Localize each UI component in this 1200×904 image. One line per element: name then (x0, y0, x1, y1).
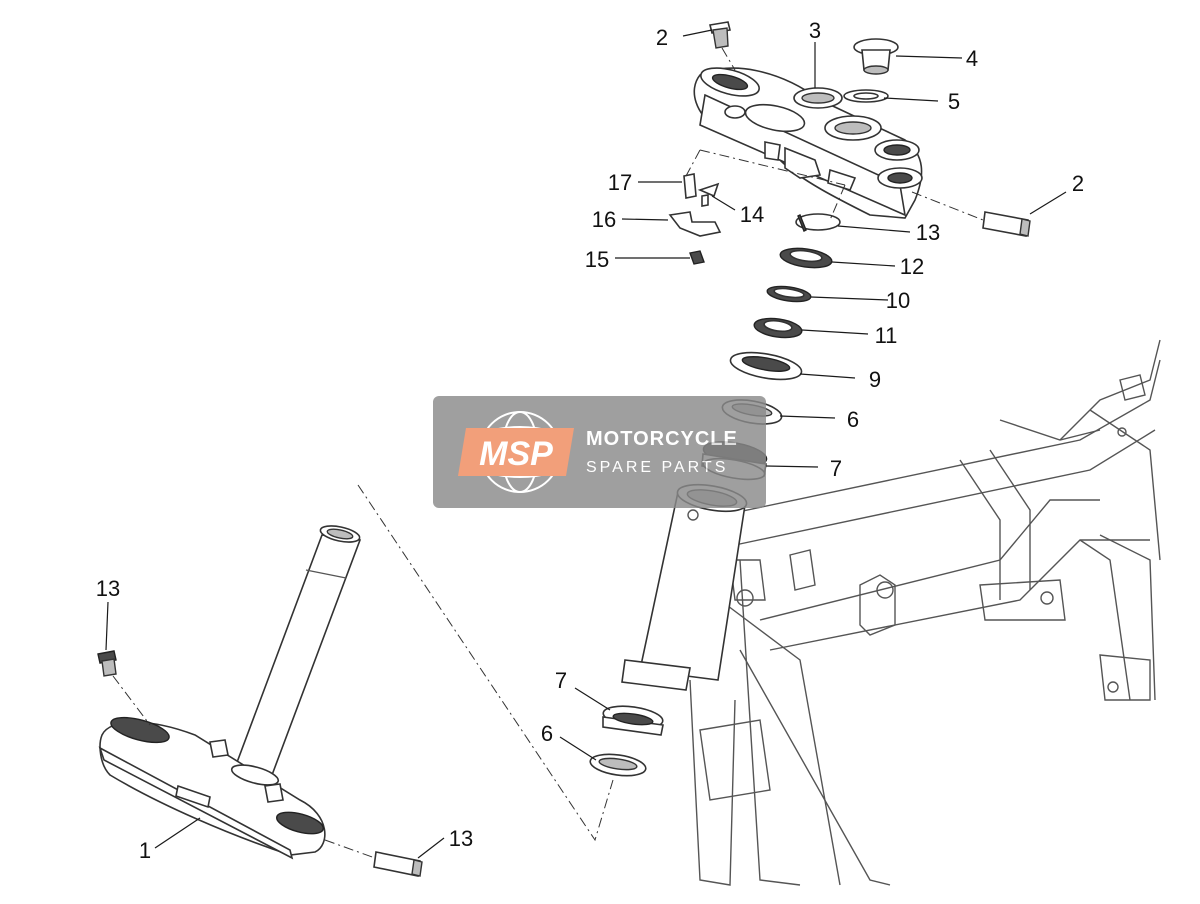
watermark-title: MOTORCYCLE (586, 428, 738, 450)
part-12-clip (795, 213, 841, 232)
part-5-washer (843, 89, 889, 103)
callout-7-upper: 7 (830, 456, 842, 481)
steering-stem (234, 525, 362, 776)
watermark-subtitle: SPARE PARTS (586, 459, 728, 476)
watermark: MSP MOTORCYCLE SPARE PARTS (433, 396, 766, 508)
motorcycle-frame (689, 339, 1161, 886)
upper-triple-clamp (693, 67, 923, 219)
callout-15: 15 (585, 247, 609, 272)
part-13-bolt-lower (373, 851, 423, 877)
watermark-badge (458, 428, 574, 476)
callout-9: 10 (886, 288, 910, 313)
watermark-panel (433, 396, 766, 508)
leader-lines (105, 29, 1067, 859)
callout-5: 5 (948, 89, 960, 114)
callout-11: 12 (900, 254, 924, 279)
callout-14: 14 (740, 202, 764, 227)
callout-12: 13 (916, 220, 940, 245)
callout-1: 1 (139, 838, 151, 863)
part-10-ring-nut (753, 317, 803, 339)
part-2-bolt-upper (709, 21, 731, 49)
callout-10: 11 (875, 323, 898, 348)
part-2-bolt-right (982, 211, 1031, 237)
part-17-pin (683, 173, 697, 199)
part-7-bearing-lower (602, 705, 664, 736)
assembly-guide-lines (112, 47, 984, 859)
callout-labels: 2 3 4 5 2 17 14 16 15 13 12 10 11 9 6 7 … (96, 18, 1084, 863)
callout-3: 3 (809, 18, 821, 43)
callout-6-upper: 6 (847, 407, 859, 432)
callout-17: 17 (608, 170, 632, 195)
part-8-dust-cover (729, 351, 803, 381)
callout-13-lower: 13 (449, 826, 473, 851)
part-9-washer (766, 285, 812, 303)
steering-head-tube (621, 483, 748, 691)
callout-6-lower: 6 (541, 721, 553, 746)
part-13-bolt-upper (97, 650, 117, 677)
callout-16: 16 (592, 207, 616, 232)
part-1-lower-triple-clamp (98, 716, 326, 860)
callout-2-right: 2 (1072, 171, 1084, 196)
part-4-cap (853, 38, 899, 75)
callout-13-upper: 13 (96, 576, 120, 601)
watermark-badge-text: MSP (479, 435, 553, 473)
part-15-nut (689, 250, 705, 265)
part-16-bracket (668, 211, 722, 237)
part-11-ring-nut (779, 247, 833, 269)
callout-2-upper: 2 (656, 25, 668, 50)
part-6-bearing-race-lower (589, 753, 647, 777)
part-14-screw (697, 182, 720, 207)
callout-8: 9 (869, 367, 881, 392)
callout-4: 4 (966, 46, 978, 71)
callout-7-lower: 7 (555, 668, 567, 693)
